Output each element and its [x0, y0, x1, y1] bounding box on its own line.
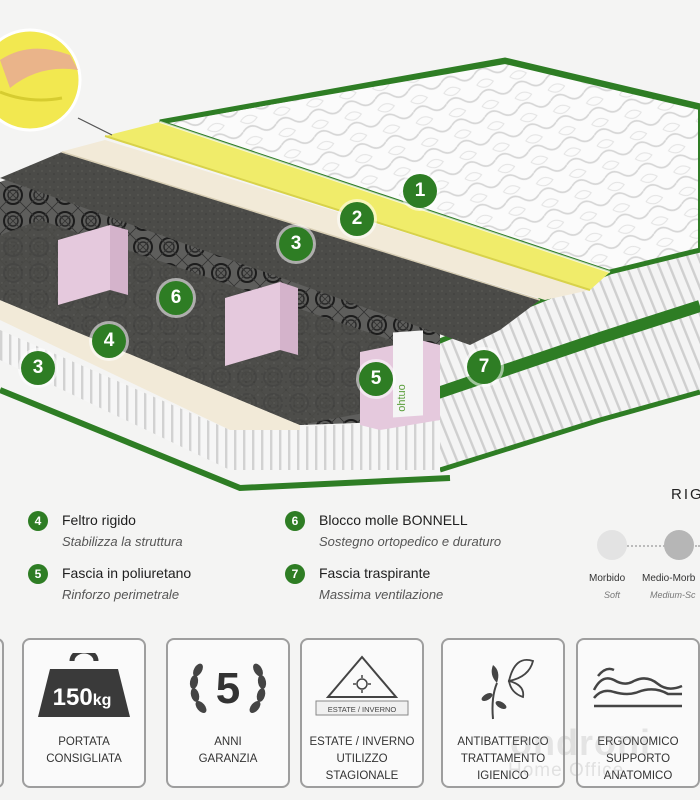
- layer-badge-3-bottom: 3: [21, 351, 55, 385]
- layer-badge-1: 1: [403, 174, 437, 208]
- legend-badge: 5: [28, 564, 48, 584]
- feature-card-ergonomic: ERGONOMICO SUPPORTO ANATOMICO: [576, 638, 700, 788]
- firmness-label-medium-soft: Medio-Morb: [642, 573, 696, 584]
- legend-badge: 4: [28, 511, 48, 531]
- butterfly-flower-icon: [443, 650, 563, 722]
- season-icon: ESTATE / INVERNO: [302, 650, 422, 722]
- feature-card-partial: [0, 638, 4, 788]
- firmness-sub-medium-soft: Medium-Sc: [650, 590, 696, 600]
- layer-badge-4: 4: [92, 324, 126, 358]
- feature-card-season: ESTATE / INVERNO ESTATE / INVERNO UTILIZ…: [300, 638, 424, 788]
- firmness-sub-soft: Soft: [604, 590, 621, 600]
- legend-subtitle: Rinforzo perimetrale: [62, 587, 180, 602]
- firmness-track: [612, 545, 700, 547]
- legend-title: Fascia traspirante: [319, 565, 431, 581]
- brand-band-label: ohtuo: [395, 384, 408, 412]
- laurel-icon: 5: [168, 650, 288, 722]
- firmness-dot-soft: [597, 530, 627, 560]
- legend-badge: 6: [285, 511, 305, 531]
- firmness-title: RIG: [671, 486, 700, 503]
- capacity-value: 150: [53, 684, 93, 711]
- feature-text: ANNI GARANZIA: [198, 736, 258, 765]
- feature-text: ESTATE / INVERNO UTILIZZO STAGIONALE: [309, 736, 415, 782]
- legend-title: Fascia in poliuretano: [62, 565, 192, 581]
- feature-text: PORTATA CONSIGLIATA: [46, 736, 122, 765]
- legend-badge: 7: [285, 564, 305, 584]
- legend-title: Feltro rigido: [62, 512, 136, 528]
- feature-text: ERGONOMICO SUPPORTO ANATOMICO: [597, 736, 679, 782]
- legend-subtitle: Massima ventilazione: [319, 587, 444, 602]
- body-contour-icon: [578, 650, 698, 722]
- layer-badge-7: 7: [467, 350, 501, 384]
- mattress-layers-diagram: [0, 28, 700, 492]
- firmness-label-soft: Morbido: [589, 573, 626, 584]
- firmness-dot-medium-soft: [664, 530, 694, 560]
- warranty-value: 5: [216, 664, 240, 713]
- watermark-brand: ondroni: [510, 722, 651, 763]
- capacity-unit: kg: [93, 692, 112, 709]
- feature-card-capacity: 150kg PORTATA CONSIGLIATA: [22, 638, 146, 788]
- feature-card-warranty: 5 ANNI GARANZIA: [166, 638, 290, 788]
- legend-subtitle: Sostegno ortopedico e duraturo: [319, 534, 502, 549]
- weight-icon: 150kg: [24, 650, 144, 722]
- legend-subtitle: Stabilizza la struttura: [62, 534, 183, 549]
- layer-badge-6: 6: [159, 281, 193, 315]
- watermark-tagline: Home Office: [508, 760, 625, 781]
- layer-badge-3: 3: [279, 227, 313, 261]
- feature-card-antibacterial: ANTIBATTERICO TRATTAMENTO IGIENICO: [441, 638, 565, 788]
- layer-badge-2: 2: [340, 202, 374, 236]
- season-icon-text: ESTATE / INVERNO: [328, 705, 397, 714]
- layer-badge-5: 5: [359, 362, 393, 396]
- svg-text:150kg: 150kg: [53, 684, 112, 711]
- legend-title: Blocco molle BONNELL: [319, 512, 468, 528]
- feature-text: ANTIBATTERICO TRATTAMENTO IGIENICO: [457, 736, 549, 782]
